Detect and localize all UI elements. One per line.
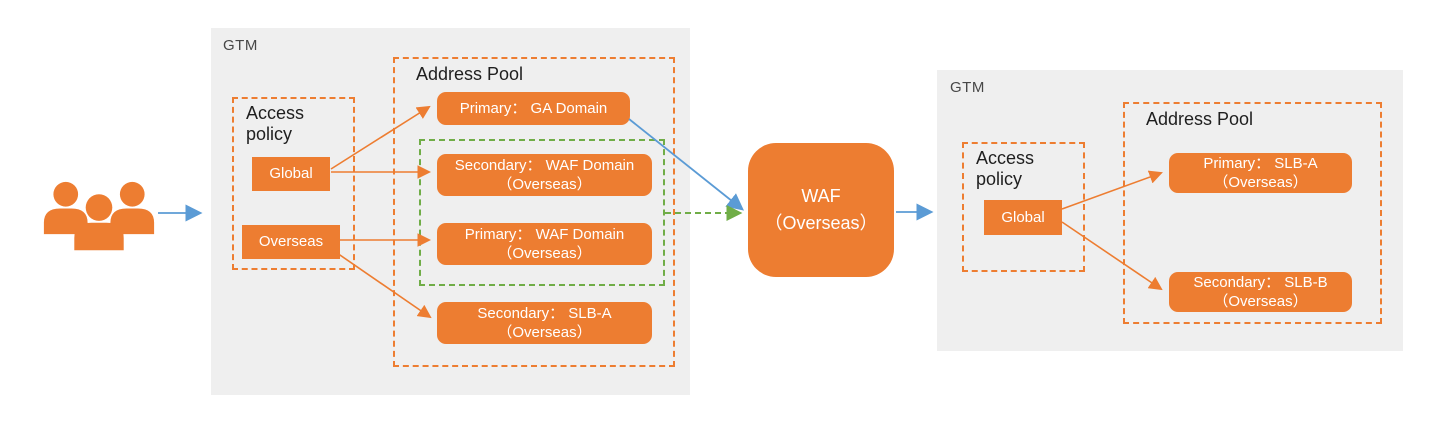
node-global-right: Global [984, 200, 1062, 235]
gtm-right-title: GTM [950, 79, 985, 96]
node-global-left-label: Global [269, 165, 313, 183]
node-secondary-slb-b-label: Secondary： SLB-B [1193, 273, 1328, 291]
node-overseas-left-label: Overseas [258, 233, 324, 251]
node-secondary-waf-domain-label: Secondary： WAF Domain [454, 156, 635, 174]
node-primary-ga-domain: Primary： GA Domain [437, 92, 630, 125]
node-secondary-slb-b-sublabel: （Overseas） [1213, 293, 1308, 310]
access-policy-right-box: Access policy Global [962, 142, 1085, 272]
node-waf-label: WAF [801, 186, 841, 206]
node-primary-ga-domain-label: Primary： GA Domain [459, 99, 608, 117]
node-primary-waf-domain-sublabel: （Overseas） [497, 245, 592, 262]
node-overseas-left: Overseas [242, 225, 340, 259]
access-policy-right-title: Access policy [976, 148, 1035, 189]
address-pool-right-box: Address Pool Primary： SLB-A （Overseas） S… [1123, 102, 1382, 324]
node-global-right-label: Global [1001, 208, 1045, 226]
address-pool-left-box: Address Pool Primary： GA Domain Secondar… [393, 57, 675, 367]
node-secondary-waf-domain: Secondary： WAF Domain （Overseas） [437, 154, 652, 196]
address-pool-left-title: Address Pool [416, 64, 524, 84]
node-primary-waf-domain: Primary： WAF Domain （Overseas） [437, 223, 652, 265]
gtm-right-panel: GTM Access policy Global Address Pool Pr… [937, 70, 1403, 351]
node-secondary-slb-a-sublabel: （Overseas） [497, 324, 592, 341]
node-secondary-slb-a-label: Secondary： SLB-A [477, 304, 612, 322]
node-primary-slb-a-label: Primary： SLB-A [1203, 154, 1318, 172]
node-primary-slb-a: Primary： SLB-A （Overseas） [1169, 153, 1352, 193]
node-global-left: Global [252, 157, 330, 191]
gtm-left-title: GTM [223, 37, 258, 54]
node-primary-waf-domain-label: Primary： WAF Domain [464, 225, 625, 243]
gtm-left-panel: GTM Access policy Global Overseas Addres… [211, 28, 690, 395]
node-secondary-slb-b: Secondary： SLB-B （Overseas） [1169, 272, 1352, 312]
node-secondary-slb-a: Secondary： SLB-A （Overseas） [437, 302, 652, 344]
node-secondary-waf-domain-sublabel: （Overseas） [497, 176, 592, 193]
users-icon [43, 181, 155, 251]
access-policy-left-box: Access policy Global Overseas [232, 97, 355, 270]
access-policy-left-title: Access policy [246, 103, 305, 144]
node-waf-overseas: WAF （Overseas） [748, 143, 894, 277]
address-pool-right-title: Address Pool [1146, 109, 1254, 129]
node-primary-slb-a-sublabel: （Overseas） [1213, 174, 1308, 191]
node-waf-sublabel: （Overseas） [764, 213, 878, 233]
waf-domain-group-box [419, 139, 665, 286]
